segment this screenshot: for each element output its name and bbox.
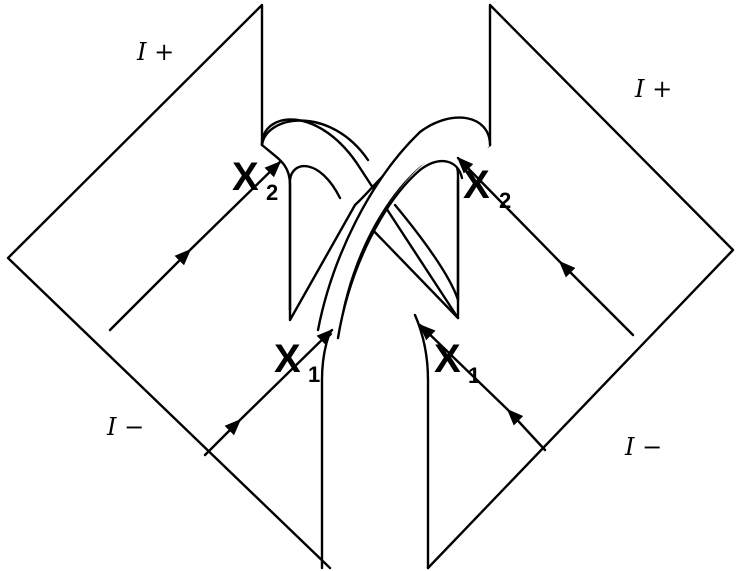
scri-plus-left: I + <box>136 38 174 66</box>
svg-text:2: 2 <box>499 188 511 213</box>
scri-minus-right: I − <box>624 433 662 461</box>
label-x2-right: X 2 <box>463 163 511 213</box>
svg-text:X: X <box>434 337 461 381</box>
scri-plus-right: I + <box>634 75 672 103</box>
tube-right-inner <box>336 159 464 340</box>
label-x1-right: X 1 <box>434 337 480 388</box>
svg-text:X: X <box>463 163 490 207</box>
svg-text:2: 2 <box>266 180 278 205</box>
scri-minus-left: I − <box>106 413 144 441</box>
tube-left-inner <box>288 164 342 312</box>
tube-right-outer <box>316 116 492 332</box>
lower-right-throat <box>413 313 430 570</box>
left-diamond-boundary <box>6 3 332 570</box>
ray-left-lower <box>203 328 334 457</box>
lower-left-throat <box>320 310 342 570</box>
svg-text:X: X <box>232 155 259 199</box>
label-x2-left: X 2 <box>232 155 278 205</box>
svg-text:1: 1 <box>308 362 320 387</box>
tube-left-lower-b <box>393 178 460 302</box>
tube-left-lower-a <box>366 223 460 320</box>
ray-right-lower <box>418 323 547 452</box>
ray-left-upper <box>108 160 282 332</box>
ray-right-upper <box>456 156 635 337</box>
tube-left-outer <box>260 119 370 162</box>
label-x1-left: X 1 <box>274 337 320 387</box>
right-diamond-boundary <box>426 3 735 570</box>
svg-text:X: X <box>274 337 301 381</box>
tube-right-fill <box>318 118 490 335</box>
svg-text:1: 1 <box>468 363 480 388</box>
